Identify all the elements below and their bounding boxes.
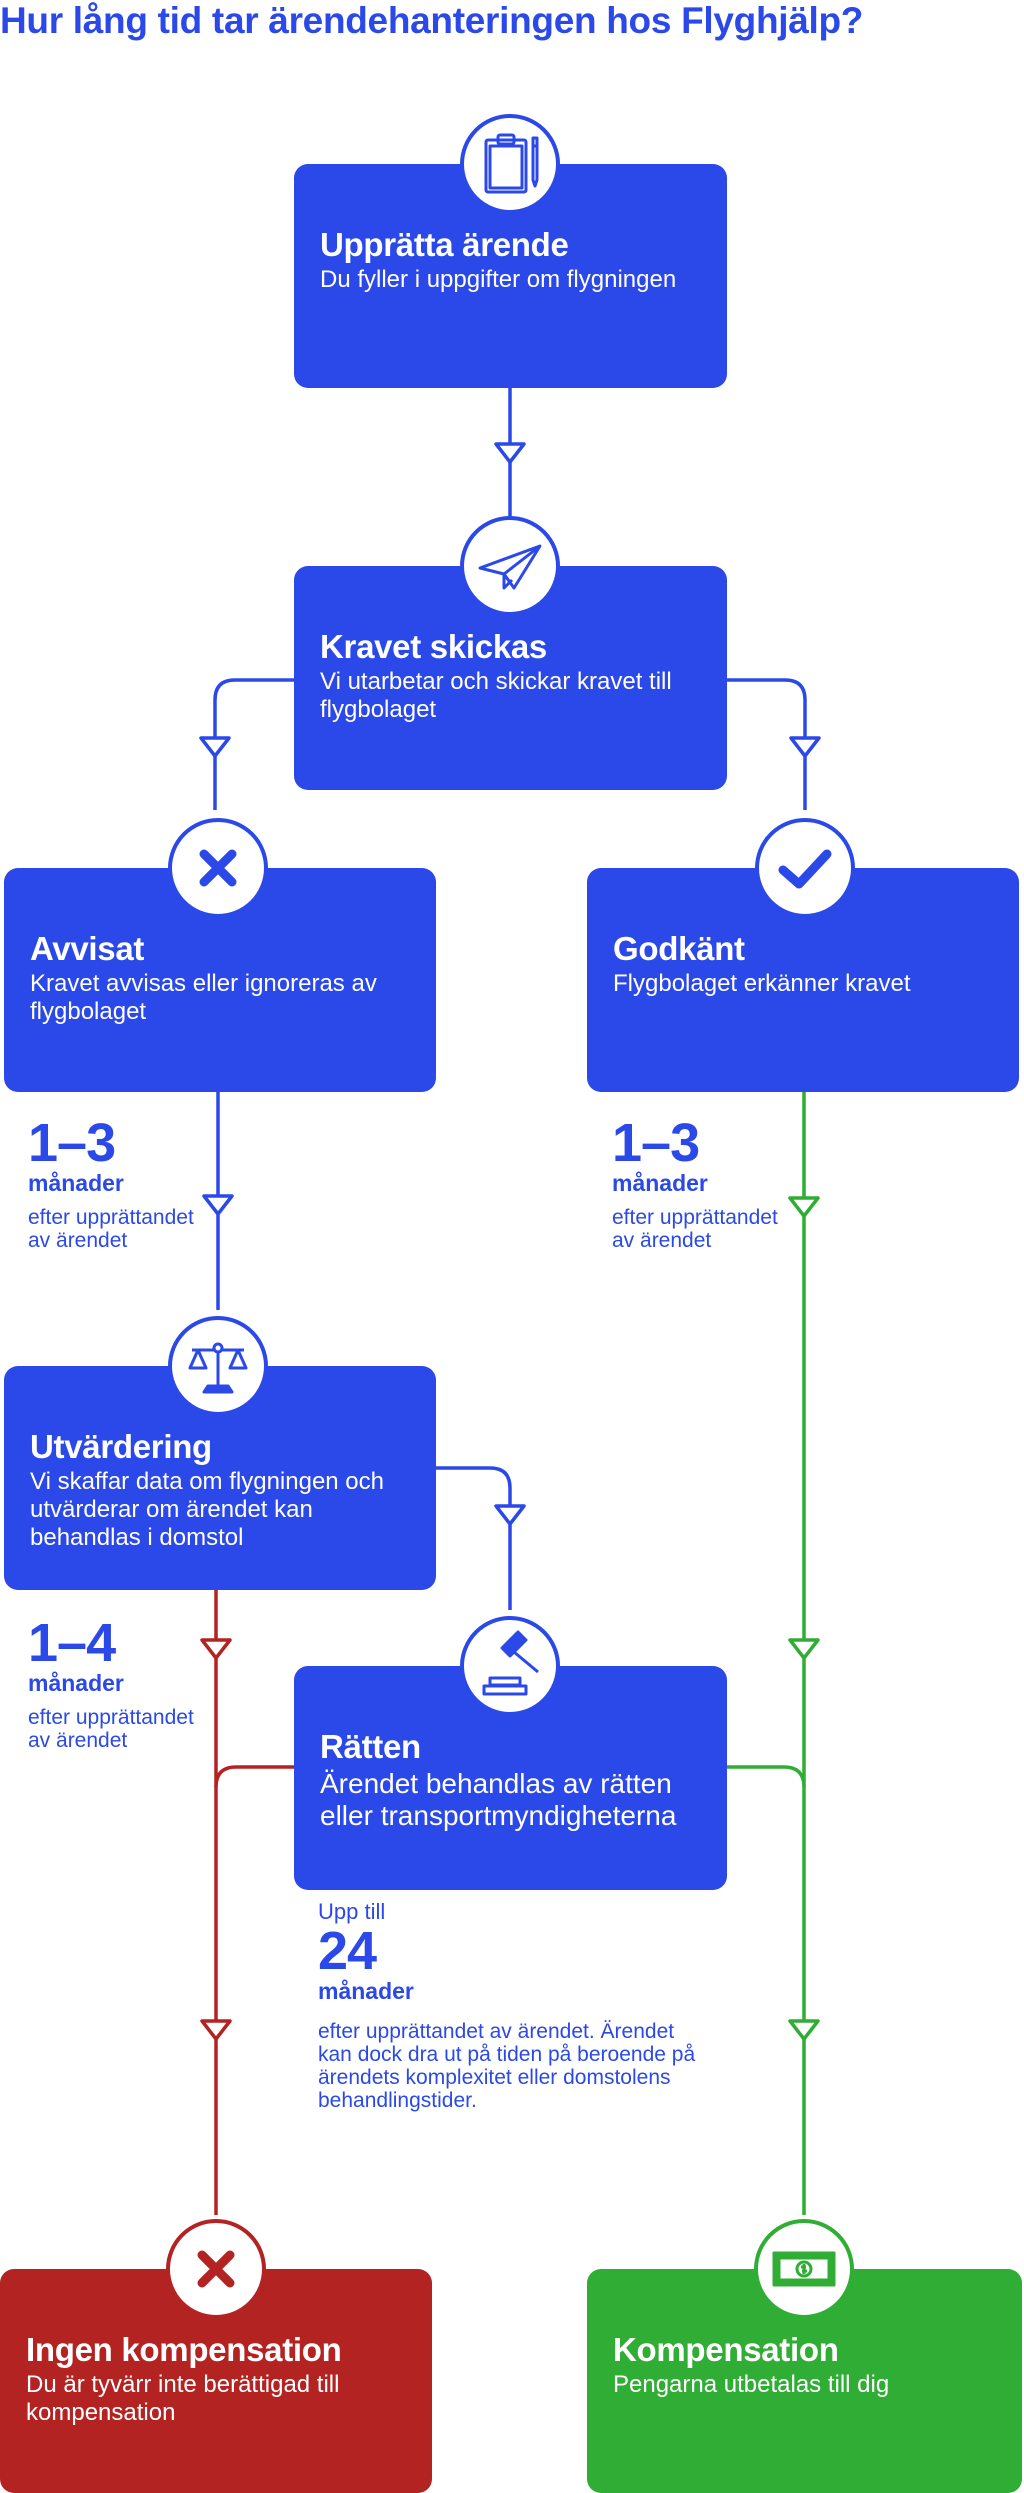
- scales-icon: [168, 1316, 268, 1416]
- step-title: Godkänt: [613, 930, 745, 967]
- step-title: Utvärdering: [30, 1428, 212, 1465]
- duration-range: 1–4: [28, 1613, 116, 1673]
- step-text: Du är tyvärr inte berättigad till kompen…: [26, 2371, 340, 2426]
- step-title: Rätten: [320, 1728, 421, 1765]
- gavel-icon: [460, 1616, 560, 1716]
- arrow-head: [199, 736, 231, 758]
- step-title: Upprätta ärende: [320, 226, 569, 263]
- duration-unit: månader: [318, 1978, 414, 2004]
- duration-range: 24: [318, 1921, 377, 1981]
- duration-godkant: 1–3 månader efter upprättandet av ärende…: [612, 1116, 792, 1252]
- step-text: Kravet avvisas eller ignoreras av flygbo…: [30, 970, 377, 1025]
- duration-range: 1–3: [612, 1113, 700, 1173]
- step-text: Vi utarbetar och skickar kravet till fly…: [320, 668, 672, 723]
- duration-note: efter upprättandet av ärendet: [28, 1206, 194, 1252]
- step-text: Vi skaffar data om flygningen och utvärd…: [30, 1468, 384, 1551]
- arrow-head: [200, 2019, 232, 2041]
- x-icon: [168, 818, 268, 918]
- connector-kravet-avvisat: [213, 678, 294, 810]
- duration-unit: månader: [28, 1670, 124, 1696]
- duration-note: efter upprättandet av ärendet: [28, 1706, 194, 1752]
- step-kompensation: Kompensation Pengarna utbetalas till dig: [587, 2269, 1022, 2493]
- duration-avvisat: 1–3 månader efter upprättandet av ärende…: [28, 1116, 208, 1252]
- step-text: Ärendet behandlas av rätten eller transp…: [320, 1768, 677, 1831]
- duration-note: efter upprättandet av ärendet. Ärendet k…: [318, 2020, 696, 2112]
- step-text: Du fyller i uppgifter om flygningen: [320, 266, 677, 293]
- paper-plane-icon: [460, 516, 560, 616]
- duration-ratten: Upp till 24 månader efter upprättandet a…: [318, 1899, 698, 2113]
- connector-ratten-ingen: [214, 1765, 294, 1788]
- connector-utvardering-ratten: [435, 1466, 512, 1610]
- duration-unit: månader: [28, 1170, 124, 1196]
- arrow-head: [788, 2019, 820, 2041]
- clipboard-pen-icon: [460, 114, 560, 214]
- duration-note: efter upprättandet av ärendet: [612, 1206, 778, 1252]
- banknote-icon: [754, 2219, 854, 2319]
- connector-ratten-kompensation: [727, 1765, 806, 1788]
- duration-utvardering: 1–4 månader efter upprättandet av ärende…: [28, 1616, 208, 1752]
- duration-prefix: Upp till: [318, 1899, 386, 1924]
- step-title: Ingen kompensation: [26, 2331, 342, 2368]
- arrow-head: [494, 1504, 526, 1526]
- step-text: Flygbolaget erkänner kravet: [613, 970, 911, 997]
- duration-unit: månader: [612, 1170, 708, 1196]
- step-title: Avvisat: [30, 930, 145, 967]
- arrow-head: [494, 442, 526, 464]
- x-icon: [166, 2219, 266, 2319]
- connector-kravet-godkant: [727, 678, 807, 810]
- page-title: Hur lång tid tar ärendehanteringen hos F…: [0, 0, 864, 41]
- step-text: Pengarna utbetalas till dig: [613, 2371, 890, 2398]
- step-title: Kompensation: [613, 2331, 839, 2368]
- arrow-head: [200, 1638, 232, 1660]
- arrow-head: [788, 1196, 820, 1218]
- duration-range: 1–3: [28, 1113, 116, 1173]
- check-icon: [755, 818, 855, 918]
- arrow-head: [789, 736, 821, 758]
- arrow-head: [788, 1638, 820, 1660]
- arrow-head: [202, 1194, 234, 1216]
- step-title: Kravet skickas: [320, 628, 547, 665]
